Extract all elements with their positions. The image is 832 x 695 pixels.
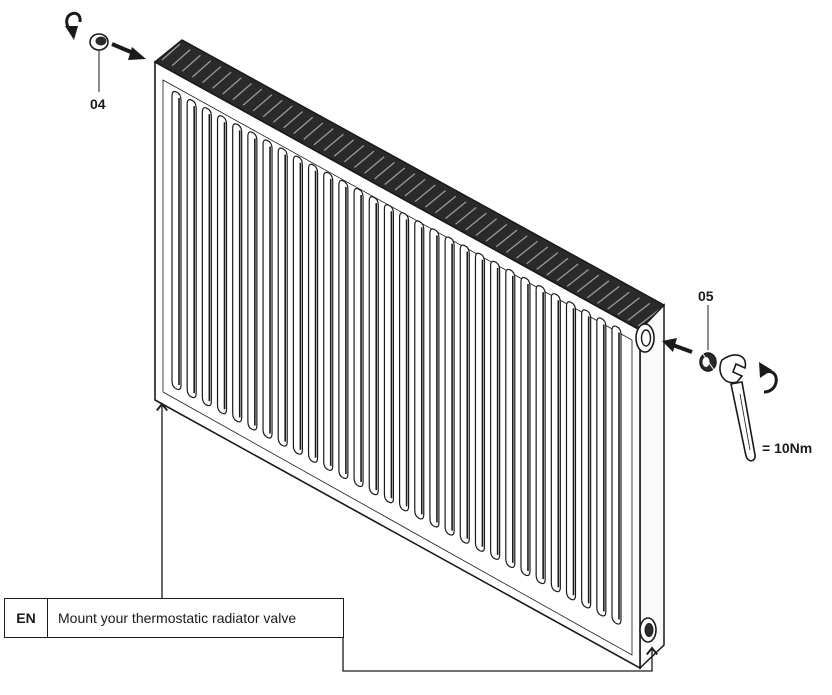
rotate-arrow-icon [759, 362, 778, 394]
grille-slot [526, 246, 549, 265]
grille-slot [566, 269, 589, 287]
direction-arrow-icon [111, 42, 146, 60]
cap-plug-icon [89, 33, 109, 51]
part-05-label: 05 [698, 288, 714, 304]
radiator [153, 39, 666, 670]
grille-slot [303, 122, 324, 140]
grille-slot [293, 116, 314, 135]
front-panel [154, 60, 641, 670]
grille-slot [283, 111, 303, 129]
rotate-arrow-icon [65, 11, 82, 40]
grille-slot [414, 184, 436, 202]
bottom-port [639, 617, 657, 643]
grille-slot [516, 240, 538, 259]
torque-label: = 10Nm [762, 440, 813, 456]
grille-slot [475, 218, 498, 236]
grille-slot [627, 302, 651, 321]
grille-slot [576, 274, 600, 293]
grille-slot [597, 285, 620, 304]
grille-slot [424, 190, 446, 208]
instruction-caption: EN Mount your thermostatic radiator valv… [4, 598, 344, 638]
grille-slot [556, 263, 579, 282]
grille-slot [161, 43, 181, 61]
grille-slot [202, 66, 222, 84]
wrench-icon [719, 354, 756, 462]
grille-slot [384, 167, 406, 186]
top-port [635, 323, 655, 353]
grille-slot [394, 173, 416, 191]
instruction-text: Mount your thermostatic radiator valve [58, 610, 297, 626]
grille-slot [495, 229, 518, 248]
grille-slot [354, 150, 375, 169]
grille-slot [212, 71, 232, 89]
grille-slot [445, 201, 467, 219]
grille-slot [455, 207, 477, 225]
grille-slot [323, 133, 344, 152]
grille-slot [617, 297, 640, 316]
grille-slot [607, 291, 630, 310]
grille-slot [252, 94, 273, 112]
grille-slot [313, 128, 334, 146]
grille-slot [171, 49, 191, 67]
grille-slot [374, 161, 395, 180]
language-code: EN [5, 599, 48, 637]
grille-slot [485, 223, 508, 242]
grille-slot [637, 308, 661, 327]
grille-slot [364, 156, 385, 174]
panel-fins [171, 90, 622, 625]
grille-slot [222, 77, 242, 95]
grille-slot [333, 139, 355, 157]
grille-slot [586, 280, 610, 299]
pointer-arrow-icon [156, 402, 658, 672]
grille-slot [191, 60, 212, 78]
grille-slot [343, 144, 365, 163]
grille-slot [536, 252, 559, 270]
grille-slot [232, 82, 252, 101]
grille-slot [242, 88, 263, 106]
valve-insert-icon [699, 352, 717, 372]
grille-slot [262, 99, 283, 118]
grille-slot [465, 212, 487, 231]
front-panel-inner [162, 79, 633, 656]
grille-slot [404, 178, 426, 197]
grille-slot [546, 257, 569, 276]
grille-slot [435, 195, 457, 214]
part-04-label: 04 [90, 96, 106, 112]
direction-arrow-icon [662, 338, 693, 354]
grille-slot [272, 105, 293, 123]
grille-slots [161, 43, 661, 327]
end-cap [639, 303, 665, 670]
grille-slot [505, 235, 528, 253]
grille-slot [181, 54, 201, 72]
